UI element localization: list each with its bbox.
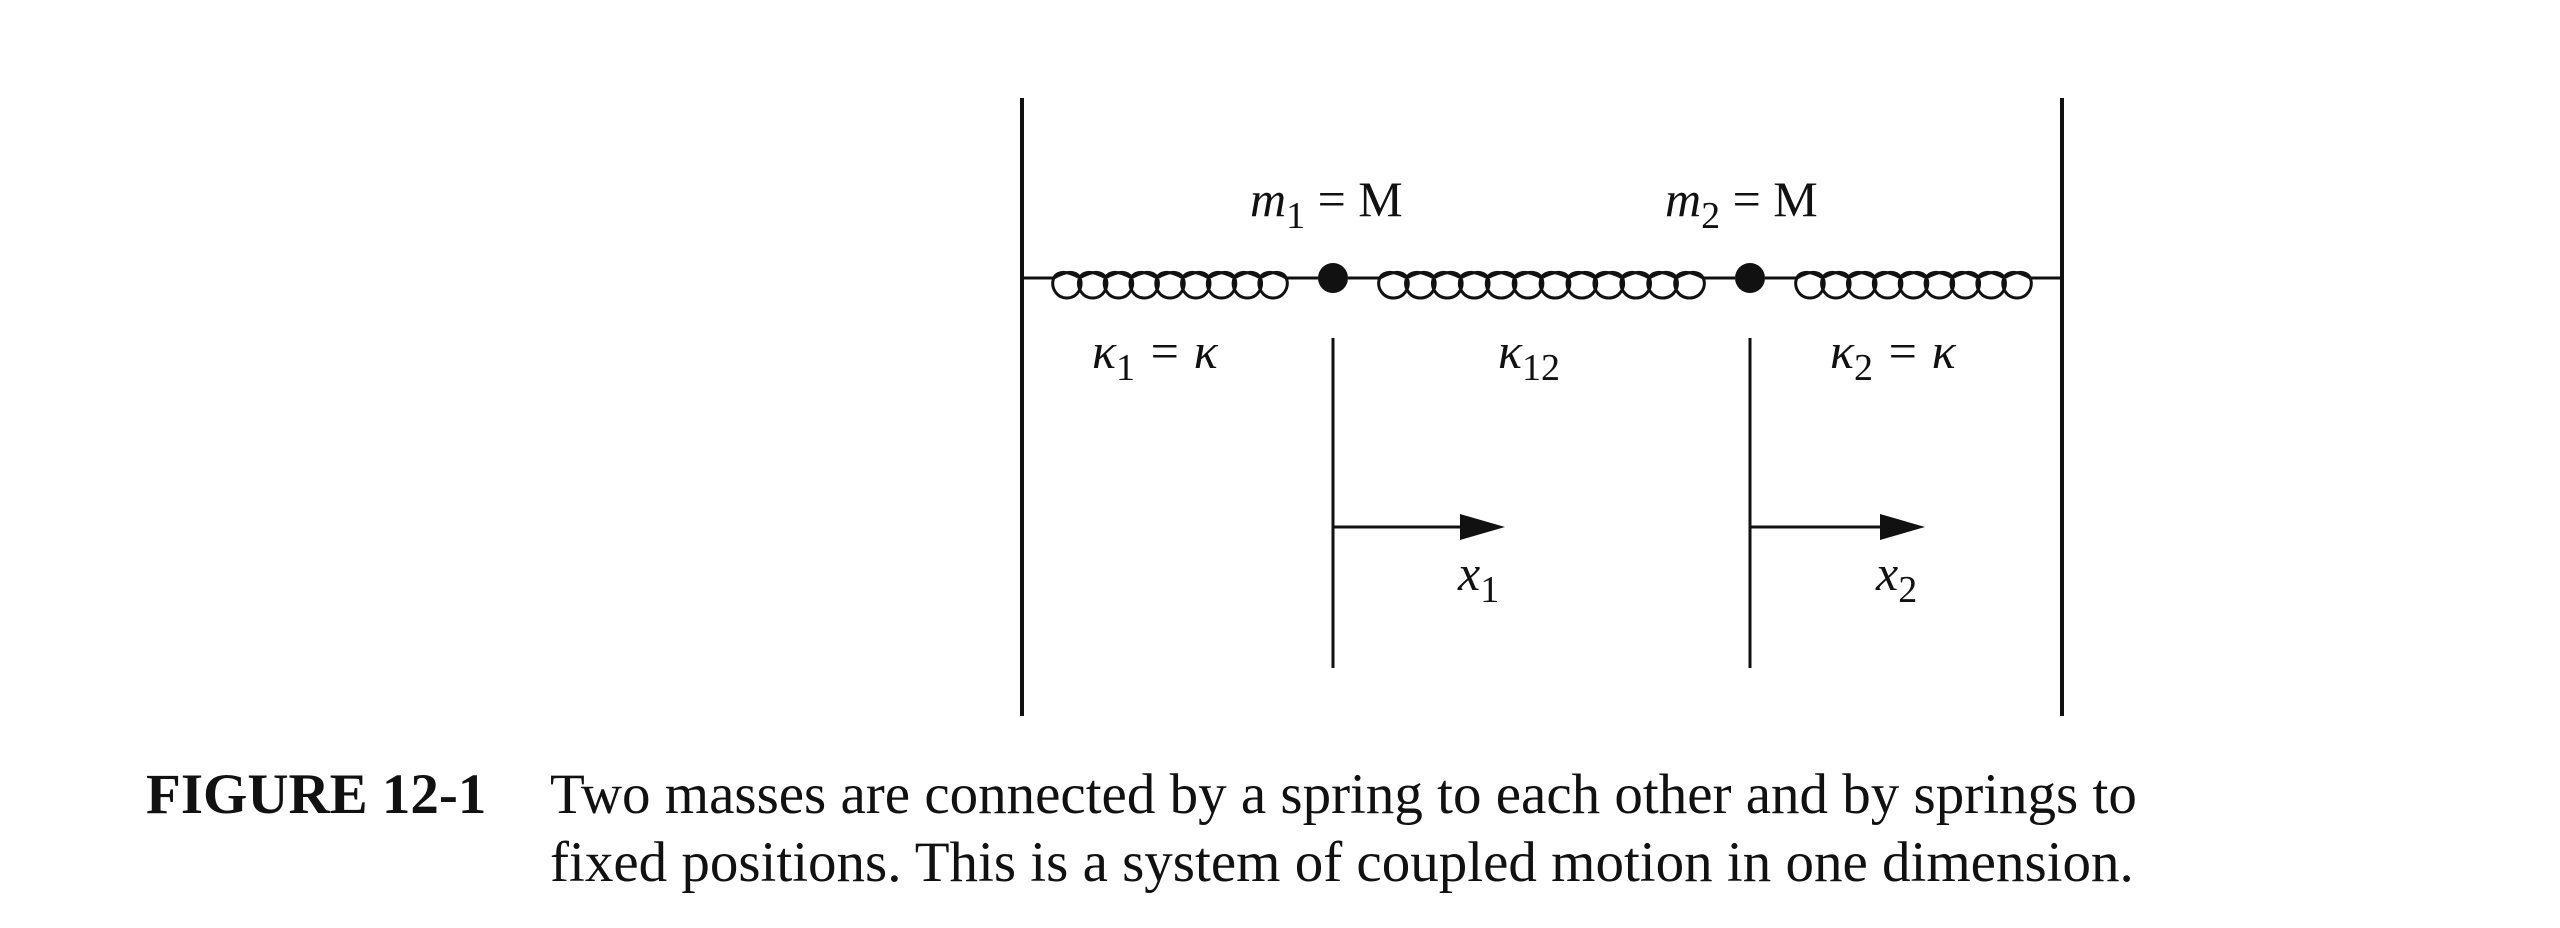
spring-2-coil <box>1765 270 2062 300</box>
figure-caption: FIGURE 12-1 Two masses are connected by … <box>0 760 2560 920</box>
displacement-arrow-2 <box>1750 514 1925 540</box>
spring-12-label: κ12 <box>1498 323 1560 389</box>
mass-1-label: m1 = M <box>1250 171 1403 237</box>
displacement-arrow-1 <box>1333 514 1505 540</box>
spring-12-coil <box>1348 270 1735 300</box>
spring-12 <box>1348 270 1735 300</box>
coupled-oscillator-diagram: m1 = M m2 = M κ1 = κ κ12 κ2 = κ x1 x2 <box>1020 98 2064 716</box>
displacement-2-label: x2 <box>1875 545 1917 611</box>
caption-line-2: fixed positions. This is a system of cou… <box>550 831 2134 894</box>
spring-1-coil <box>1022 270 1318 300</box>
mass-2-label: m2 = M <box>1665 171 1818 237</box>
spring-1 <box>1022 270 1318 300</box>
caption-line-1: Two masses are connected by a spring to … <box>550 763 2137 826</box>
mass-1-dot <box>1318 263 1348 293</box>
mass-2-dot <box>1735 263 1765 293</box>
spring-2-label: κ2 = κ <box>1830 323 1957 389</box>
spring-2 <box>1765 270 2062 300</box>
figure-number: FIGURE 12-1 <box>146 763 487 826</box>
displacement-1-label: x1 <box>1457 545 1499 611</box>
spring-1-label: κ1 = κ <box>1092 323 1219 389</box>
